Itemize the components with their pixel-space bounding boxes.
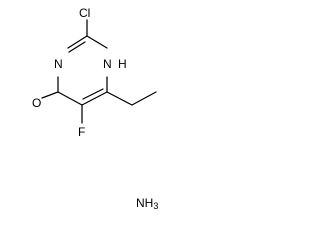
- bond-c2-n3-double: [68, 41, 86, 53]
- bond-ch2-ch3: [131, 91, 157, 106]
- bond-c2-n3: [67, 35, 88, 49]
- bond-c2-n1: [86, 35, 108, 49]
- bond-c6-ch2: [106, 91, 133, 106]
- bond-c5-c6: [81, 91, 108, 106]
- atom-cl: Cl: [79, 6, 91, 20]
- ammonia-symbol: NH: [136, 196, 154, 210]
- atom-n-left: N: [54, 57, 63, 71]
- bond-c4-o: [41, 91, 59, 99]
- atom-h-top: H: [118, 57, 127, 71]
- molecule-drawing: [41, 19, 157, 124]
- ammonia-subscript: 3: [153, 201, 159, 211]
- atom-f: F: [78, 125, 86, 139]
- bond-c4-c5: [57, 91, 83, 106]
- atom-o: O: [32, 96, 42, 110]
- ammonia-label: NH3: [136, 196, 159, 211]
- structure-canvas: Cl N H N O F NH3: [32, 6, 159, 211]
- bond-c5-c6-double: [82, 88, 104, 100]
- atom-n-top: N: [103, 57, 112, 71]
